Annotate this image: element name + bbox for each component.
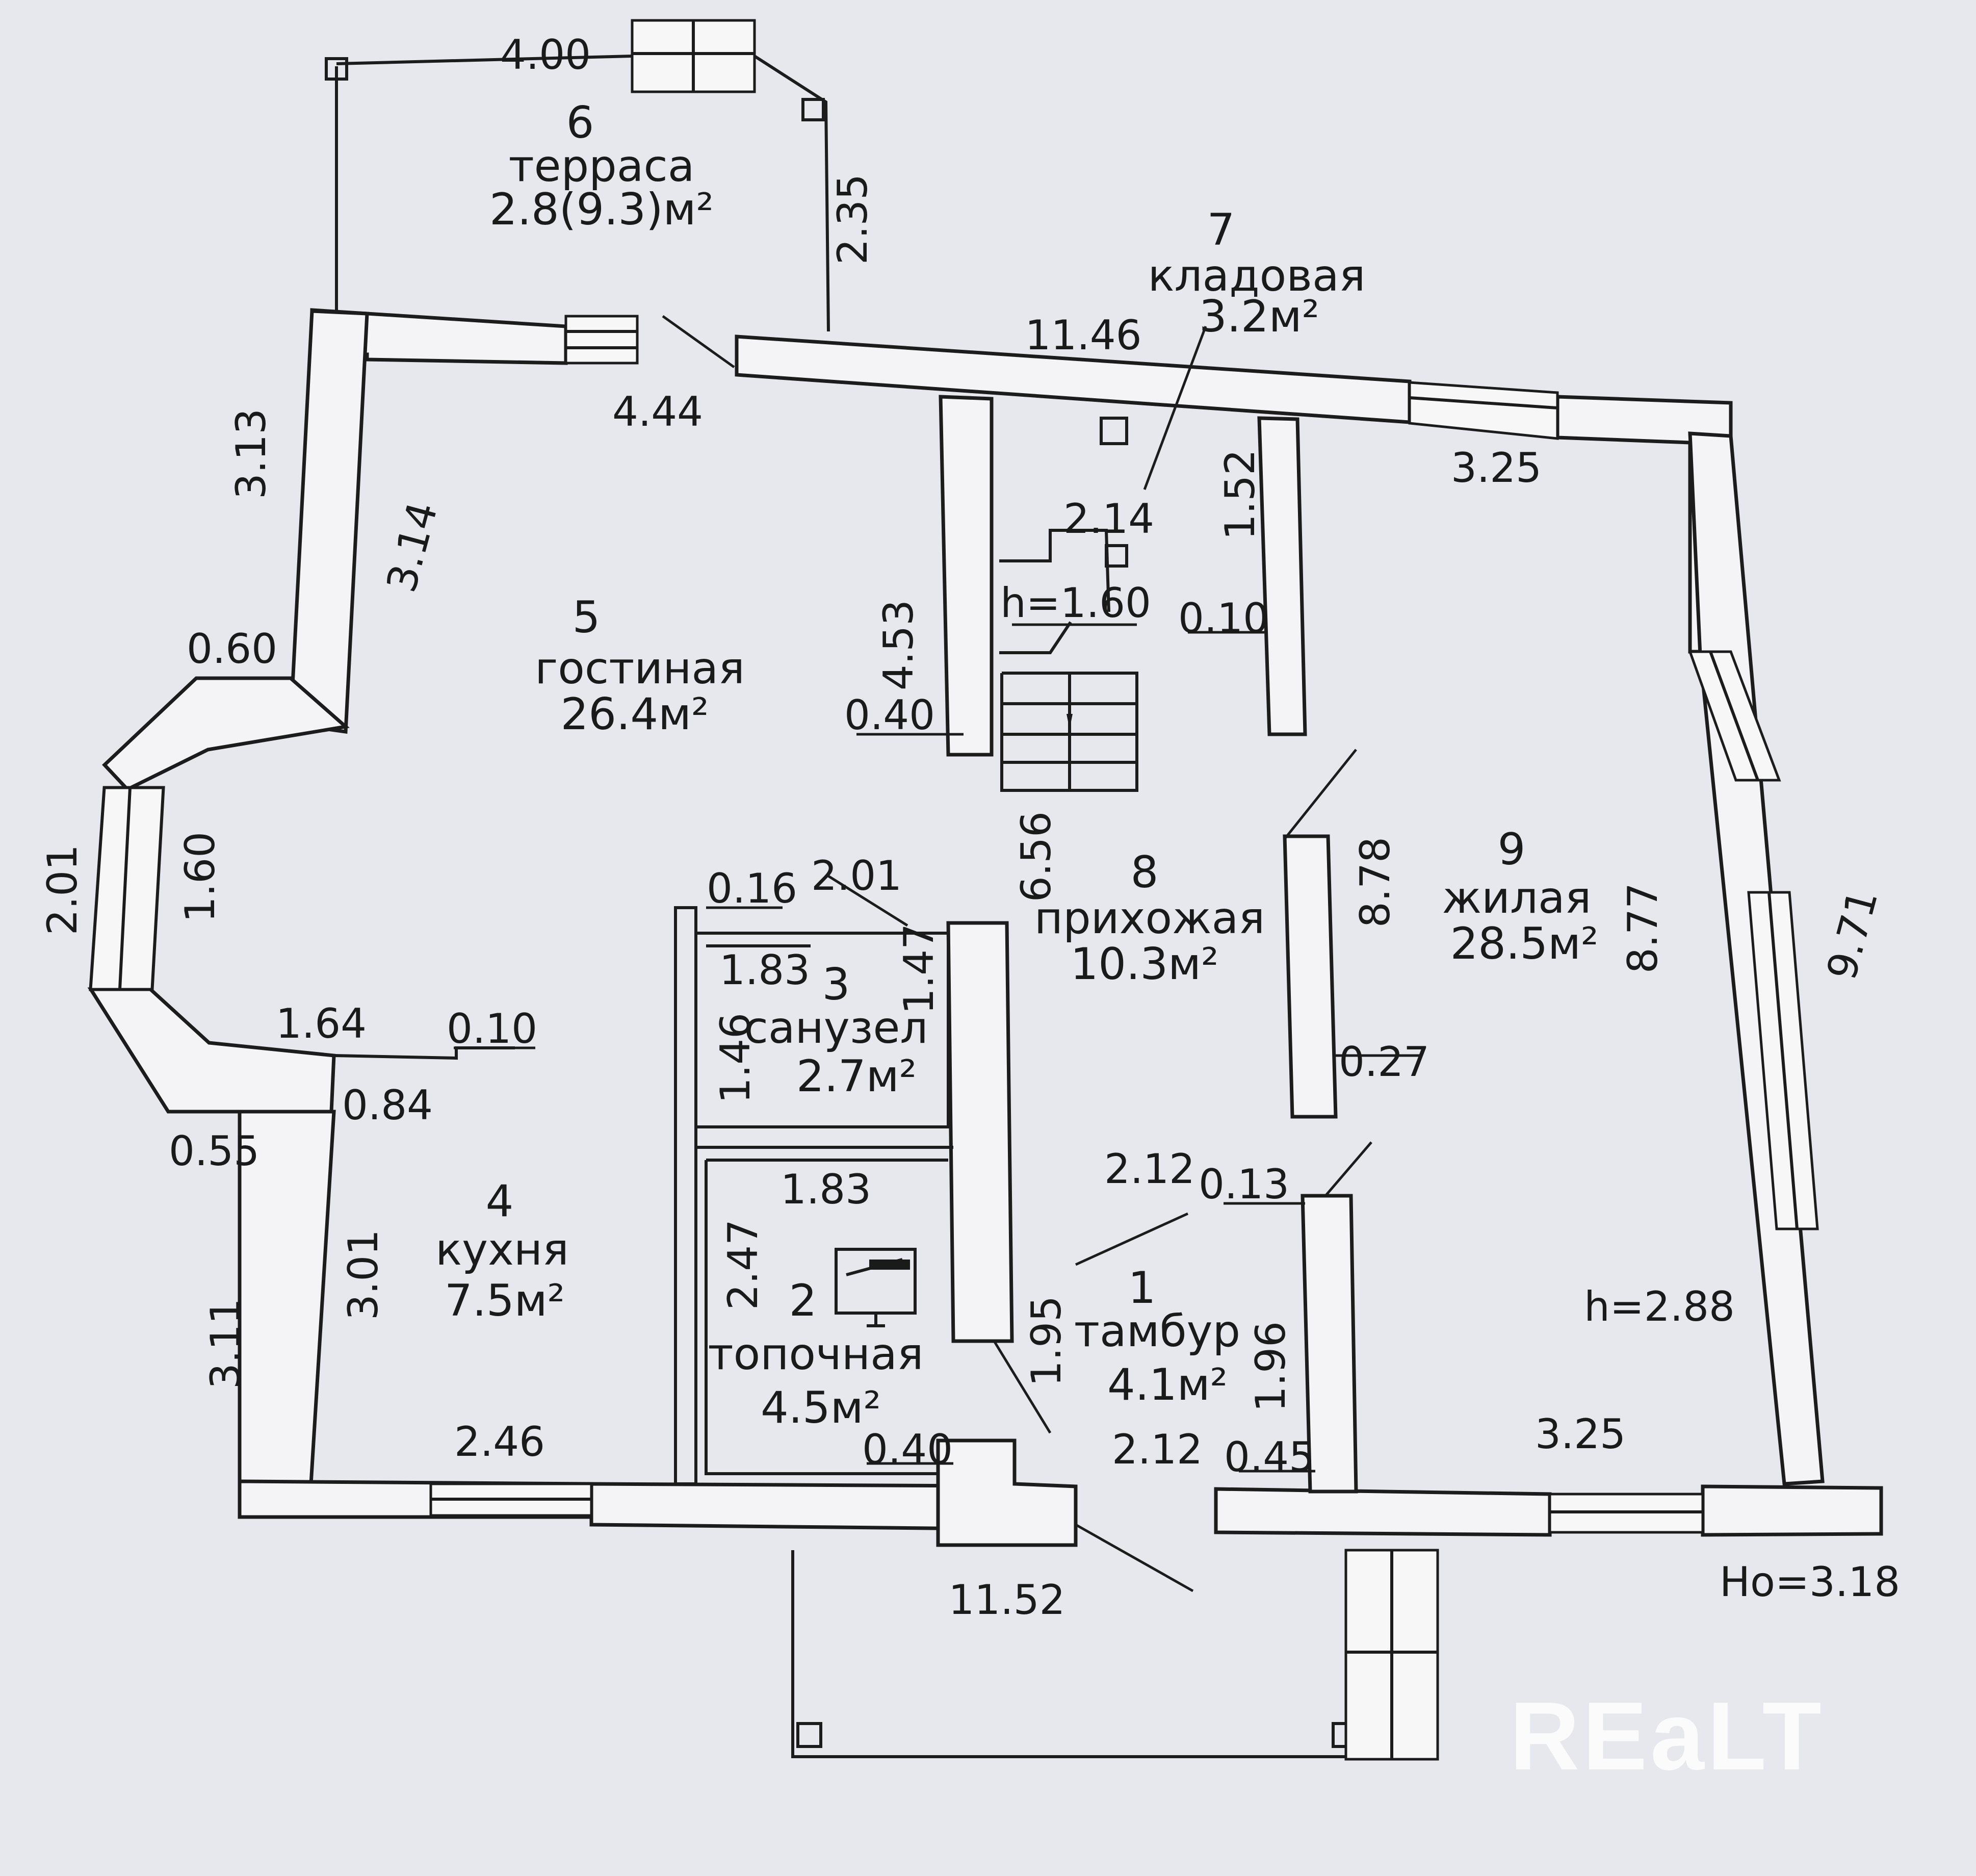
- dim-storage-wall: 0.10: [1178, 595, 1269, 642]
- dim-outer-height: Hо=3.18: [1720, 1558, 1900, 1606]
- room-5-number: 5: [573, 592, 601, 643]
- room-8-number: 8: [1131, 847, 1159, 898]
- dim-boiler-ledge: 0.40: [862, 1426, 953, 1473]
- room-8-name: прихожая: [1034, 893, 1265, 944]
- leader-lines: [454, 326, 1420, 1473]
- dim-vest-depth-left: 1.95: [1023, 1296, 1070, 1386]
- dim-top-wall: 11.46: [1025, 312, 1141, 359]
- dim-bay-inner: 1.60: [176, 832, 224, 922]
- dim-boiler-depth: 2.47: [719, 1219, 767, 1310]
- room-1-area: 4.1м²: [1107, 1359, 1228, 1410]
- dim-bath-depth: 1.46: [712, 1013, 759, 1103]
- dim-bottom-wall: 11.52: [948, 1576, 1065, 1624]
- dim-bath-width: 1.83: [719, 946, 810, 994]
- dim-hall-depth: 6.56: [1012, 811, 1060, 902]
- room-5-name: гостиная: [535, 643, 745, 694]
- windows: [89, 315, 1819, 1534]
- room-4-name: кухня: [435, 1224, 569, 1275]
- dim-kitchen-depth: 3.01: [340, 1229, 387, 1320]
- dim-terrace-width: 4.00: [500, 31, 591, 79]
- dimension-labels: 4.00 2.35 11.46 4.44 3.13 3.14 0.60 2.01…: [39, 31, 1900, 1624]
- room-2-area: 4.5м²: [761, 1382, 881, 1433]
- room-3-name: санузел: [744, 1003, 928, 1053]
- dim-terrace-depth: 2.35: [829, 174, 876, 265]
- room-7-number: 7: [1207, 204, 1235, 255]
- room-6-name: терраса: [509, 141, 695, 192]
- dim-vest-width-bottom: 2.12: [1112, 1426, 1203, 1473]
- dim-right-outer: 9.71: [1817, 885, 1887, 985]
- dim-boiler-width: 1.83: [781, 1166, 871, 1213]
- dim-storage-height: h=1.60: [1000, 579, 1151, 627]
- room-2-name: топочная: [708, 1329, 923, 1380]
- dim-left-upper-outer: 3.13: [227, 408, 275, 499]
- storage-fixtures: [1100, 417, 1128, 568]
- dim-kitchen-top: 1.64: [276, 1000, 367, 1047]
- room-1-name: тамбур: [1074, 1306, 1240, 1357]
- dim-vest-ledge-top: 0.13: [1199, 1161, 1289, 1208]
- dim-living-depth-left: 8.78: [1351, 837, 1399, 928]
- dim-kitchen-width: 2.46: [454, 1418, 545, 1466]
- interior-walls: [333, 395, 1358, 1494]
- room-3-number: 3: [822, 959, 850, 1010]
- room-9-name: жилая: [1442, 872, 1592, 923]
- dim-living-width-top: 3.25: [1451, 444, 1542, 492]
- terrace: [325, 19, 830, 369]
- entrance-porch: [791, 1523, 1439, 1761]
- room-3-area: 2.7м²: [796, 1051, 917, 1102]
- room-4-number: 4: [486, 1176, 514, 1227]
- dim-ceiling: h=2.88: [1584, 1283, 1735, 1330]
- room-7-area: 3.2м²: [1199, 291, 1319, 342]
- dim-left-lower-outer: 3.11: [202, 1298, 249, 1389]
- dim-vest-depth-right: 1.96: [1247, 1321, 1294, 1412]
- room-9-number: 9: [1498, 824, 1526, 875]
- dim-bay-outer: 2.01: [39, 844, 86, 935]
- room-9-area: 28.5м²: [1450, 918, 1599, 969]
- room-labels: 6 терраса 2.8(9.3)м² 7 кладовая 3.2м² 5 …: [435, 97, 1598, 1433]
- staircase: [999, 529, 1138, 792]
- room-5-area: 26.4м²: [561, 689, 709, 740]
- dim-storage-depth: 1.52: [1216, 449, 1264, 540]
- room-1-number: 1: [1128, 1263, 1156, 1314]
- dim-living-top: 4.44: [612, 388, 703, 435]
- dim-partition-width: 2.01: [811, 852, 902, 900]
- dim-vest-ledge-bottom: 0.45: [1224, 1433, 1315, 1481]
- dim-living-width-bottom: 3.25: [1535, 1410, 1626, 1458]
- dim-bath-side: 1.47: [895, 923, 943, 1014]
- room-2-number: 2: [789, 1275, 817, 1326]
- dim-kitchen-step: 0.84: [342, 1082, 433, 1129]
- dim-living-depth-right: 8.77: [1619, 883, 1667, 973]
- room-4-area: 7.5м²: [445, 1275, 565, 1326]
- dim-living-ledge: 0.27: [1339, 1038, 1429, 1086]
- dim-bay-upper: 0.60: [187, 625, 277, 673]
- room-6-area: 2.8(9.3)м²: [489, 184, 714, 235]
- boiler-icon: [835, 1248, 917, 1327]
- room-6-number: 6: [566, 97, 594, 148]
- watermark-logo: REaLT: [1510, 1682, 1825, 1790]
- room-7-name: кладовая: [1148, 250, 1366, 301]
- room-8-area: 10.3м²: [1071, 939, 1219, 990]
- dim-stair-wall: 4.53: [875, 600, 922, 690]
- dim-partition-top: 0.16: [707, 865, 797, 912]
- dim-stair-ledge: 0.40: [844, 691, 935, 739]
- dim-bay-lower: 0.55: [169, 1127, 259, 1175]
- dim-vest-width-top: 2.12: [1104, 1145, 1195, 1193]
- dim-storage-width: 2.14: [1063, 495, 1154, 543]
- dim-kitchen-ledge: 0.10: [447, 1005, 537, 1052]
- dim-left-upper-inner: 3.14: [377, 497, 447, 597]
